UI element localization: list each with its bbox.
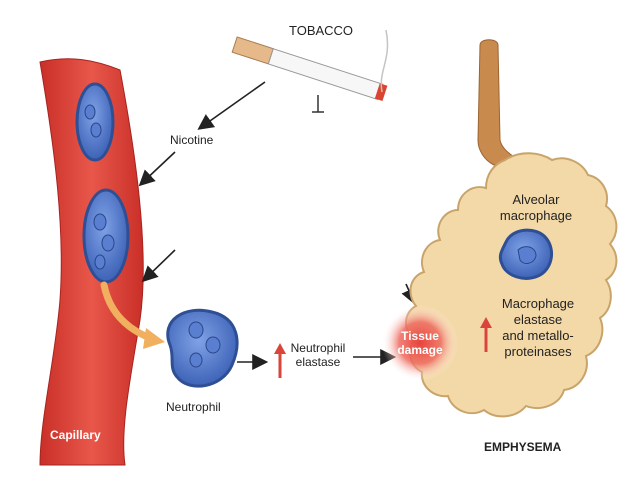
macrophage-elastase-line2: elastase	[513, 312, 563, 327]
macrophage-elastase-line3: and metallo-	[502, 328, 574, 343]
alveolar-duct	[477, 39, 520, 166]
alveolar-macrophage-cell	[498, 228, 554, 280]
neutrophil-elastase-line1: Neutrophil	[290, 341, 346, 355]
emphysema-label: EMPHYSEMA	[484, 440, 562, 454]
tobacco-label: TOBACCO	[289, 23, 354, 38]
alveolar-macrophage-line1: Alveolar	[512, 192, 560, 207]
tissue-damage-glow	[382, 305, 458, 381]
nicotine-label: Nicotine	[170, 133, 214, 147]
increase-arrow-macrophage-elastase	[480, 317, 492, 352]
macrophage-elastase-line1: Macrophage	[501, 296, 575, 311]
tissue-damage-label: Tissue damage	[392, 329, 448, 357]
macrophage-elastase-line4: proteinases	[504, 344, 572, 359]
tissue-damage-line2: damage	[397, 343, 443, 357]
capillary-label: Capillary	[50, 428, 101, 442]
arrow-tobacco-to-nicotine	[197, 81, 266, 130]
alveolar-macrophage-label: Alveolar macrophage	[492, 192, 580, 224]
migration-arrow-head	[143, 328, 165, 349]
capillary-cell-2	[82, 188, 130, 284]
alveolar-macrophage-line2: macrophage	[499, 208, 573, 223]
macrophage-elastase-label: Macrophage elastase and metallo- protein…	[490, 296, 586, 360]
capillary-cell-1	[75, 82, 115, 162]
alveolus-sac	[405, 152, 618, 418]
migration-arrow	[100, 281, 154, 342]
arrow-nicotine-to-capillary	[138, 151, 176, 187]
tissue-damage-line1: Tissue	[401, 329, 439, 343]
neutrophil-cell	[166, 308, 239, 388]
arrow-to-capillary-lower	[141, 249, 176, 283]
increase-arrow-neutrophil-elastase	[274, 343, 286, 378]
neutrophil-elastase-label: Neutrophil elastase	[286, 341, 350, 369]
neutrophil-label: Neutrophil	[166, 400, 221, 414]
smoke	[380, 29, 389, 93]
cigarette	[231, 36, 388, 101]
neutrophil-elastase-line2: elastase	[295, 355, 341, 369]
